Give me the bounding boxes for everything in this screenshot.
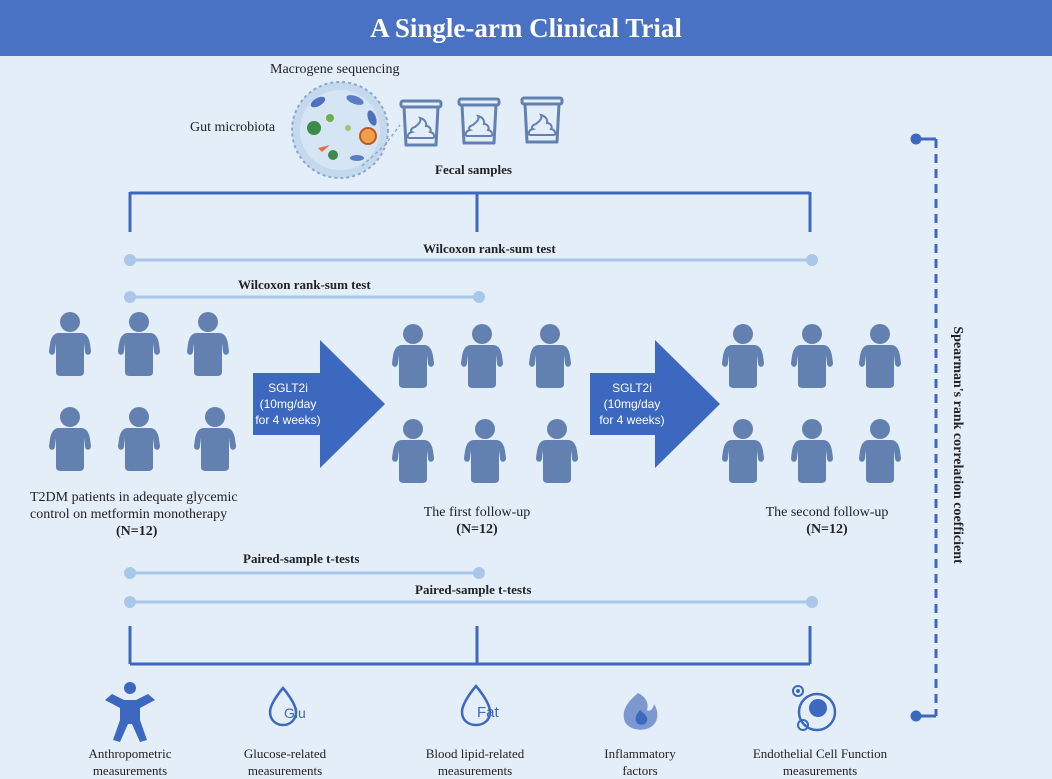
microbiota-icon <box>291 81 401 179</box>
fecal-samples-label: Fecal samples <box>435 162 512 177</box>
patient-icon <box>49 407 91 471</box>
macrogene-label: Macrogene sequencing <box>270 62 400 77</box>
glucose-drop-icon <box>268 686 298 727</box>
patient-icon <box>461 324 503 388</box>
wilcoxon-short-line <box>124 291 485 303</box>
group-first-followup-label: The first follow-up (N=12) <box>412 504 542 538</box>
arrow-drug: SGLT2i <box>268 381 308 395</box>
group-first-n: (N=12) <box>456 522 498 537</box>
wilcoxon-long-label: Wilcoxon rank-sum test <box>423 241 556 256</box>
group-baseline-label: T2DM patients in adequate glycemic contr… <box>30 489 238 540</box>
fecal-cup-icon <box>520 96 564 144</box>
gut-microbiota-label: Gut microbiota <box>190 120 276 135</box>
measurement-glucose: Glucose-related measurements <box>243 746 327 778</box>
arrow-duration: for 4 weeks) <box>599 413 665 427</box>
patient-icon <box>536 419 578 483</box>
group-second-followup-label: The second follow-up (N=12) <box>752 504 902 538</box>
wilcoxon-long-line <box>124 254 818 266</box>
arrow-drug: SGLT2i <box>612 381 652 395</box>
patient-icon <box>194 407 236 471</box>
group-first-line1: The first follow-up <box>423 505 531 520</box>
paired-long-line <box>124 596 818 608</box>
group-baseline-n: (N=12) <box>116 524 158 539</box>
patient-icon <box>187 312 229 376</box>
treatment-arrow-label: SGLT2i (10mg/day for 4 weeks) <box>253 380 323 428</box>
measurement-anthropometric: Anthropometric measurements <box>88 746 172 778</box>
measurement-inflammatory: Inflammatory factors <box>604 746 676 778</box>
patient-icon <box>118 312 160 376</box>
fecal-bracket <box>128 191 812 232</box>
arrow-duration: for 4 weeks) <box>255 413 321 427</box>
patient-icon <box>118 407 160 471</box>
patient-icon <box>791 419 833 483</box>
title-banner: A Single-arm Clinical Trial <box>0 0 1052 56</box>
group-second-n: (N=12) <box>806 522 848 537</box>
patient-group-second-followup <box>722 324 901 483</box>
cell-icon <box>792 685 837 732</box>
paired-long-label: Paired-sample t-tests <box>415 582 532 597</box>
patient-icon <box>464 419 506 483</box>
correlation-label: Spearman's rank correlation coefficient <box>950 326 965 564</box>
patient-icon <box>859 419 901 483</box>
fecal-cup-icon <box>399 99 443 147</box>
paired-short-line <box>124 567 485 579</box>
arrow-dose: (10mg/day <box>603 397 661 411</box>
patient-icon <box>859 324 901 388</box>
patient-icon <box>392 419 434 483</box>
measurement-lipid: Blood lipid-related measurements <box>425 746 525 778</box>
measurement-bracket <box>128 626 812 666</box>
patient-icon <box>791 324 833 388</box>
arrow-dose: (10mg/day <box>259 397 317 411</box>
glucose-icon-text: Glu <box>284 705 306 721</box>
treatment-arrow-label: SGLT2i (10mg/day for 4 weeks) <box>591 380 673 428</box>
fat-icon-text: Fat <box>477 704 499 721</box>
patient-group-first-followup <box>392 324 578 483</box>
patient-group-baseline <box>49 312 236 471</box>
paired-short-label: Paired-sample t-tests <box>243 551 360 566</box>
patient-icon <box>49 312 91 376</box>
group-baseline-line1: T2DM patients in adequate glycemic <box>30 490 238 505</box>
measurement-endothelial: Endothelial Cell Function measurements <box>752 746 888 778</box>
patient-icon <box>722 419 764 483</box>
fat-drop-icon <box>460 684 492 727</box>
patient-icon <box>529 324 571 388</box>
correlation-connector <box>910 133 938 722</box>
group-baseline-line2: control on metformin monotherapy <box>30 507 228 522</box>
person-icon <box>105 682 155 742</box>
treatment-arrow <box>253 340 385 468</box>
group-second-line1: The second follow-up <box>765 505 889 520</box>
patient-icon <box>392 324 434 388</box>
wilcoxon-short-label: Wilcoxon rank-sum test <box>238 277 371 292</box>
treatment-arrow <box>590 340 720 468</box>
flame-icon <box>623 693 658 730</box>
fecal-cup-icon <box>457 97 501 145</box>
patient-icon <box>722 324 764 388</box>
